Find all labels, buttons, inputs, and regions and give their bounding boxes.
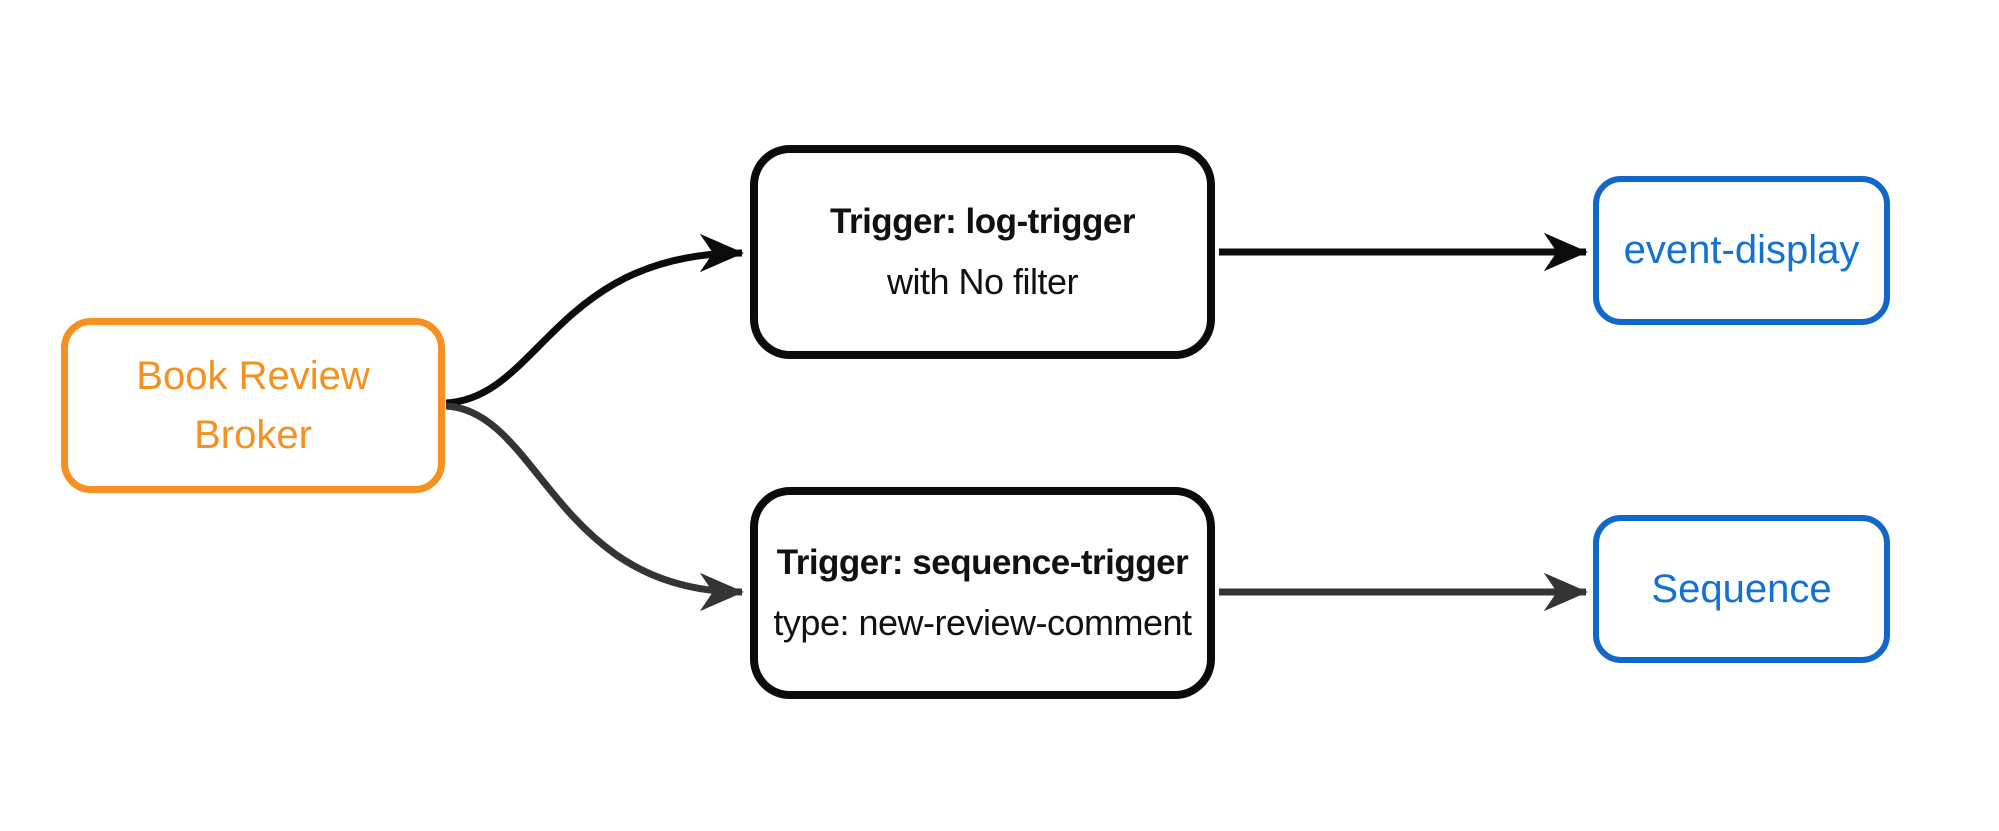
sequence-trigger-title: Trigger: sequence-trigger <box>776 543 1189 582</box>
edge-broker-to-sequence-trigger <box>445 402 744 612</box>
node-sequence[interactable]: Sequence <box>1593 515 1890 663</box>
node-log-trigger[interactable]: Trigger: log-trigger with No filter <box>750 145 1215 359</box>
broker-label-line2: Broker <box>194 412 312 457</box>
event-display-label: event-display <box>1623 228 1860 272</box>
node-book-review-broker[interactable]: Book Review Broker <box>61 318 445 493</box>
sequence-label: Sequence <box>1651 566 1832 611</box>
log-trigger-subtitle: with No filter <box>886 261 1079 302</box>
node-event-display[interactable]: event-display <box>1593 176 1890 325</box>
sequence-trigger-subtitle: type: new-review-comment <box>773 602 1192 643</box>
broker-label-line1: Book Review <box>136 353 370 398</box>
edge-broker-to-log-trigger <box>445 233 744 407</box>
log-trigger-title: Trigger: log-trigger <box>830 202 1136 241</box>
node-sequence-trigger[interactable]: Trigger: sequence-trigger type: new-revi… <box>750 487 1215 699</box>
